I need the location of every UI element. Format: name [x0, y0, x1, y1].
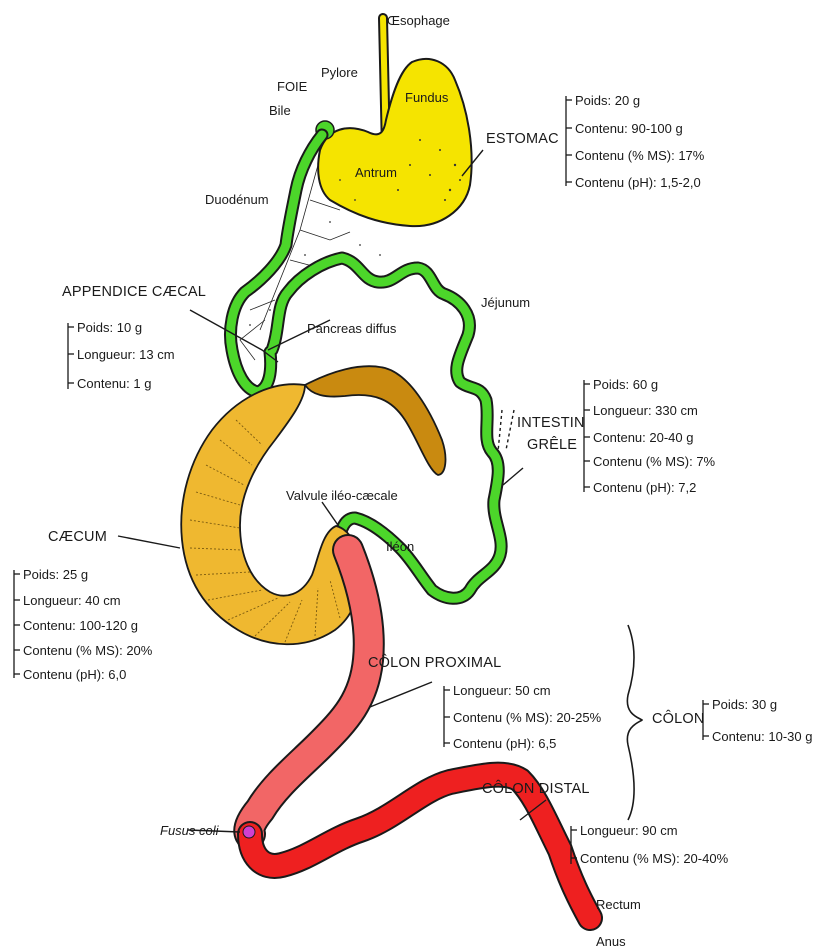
small-intestine-dry-matter: Contenu (% MS): 7%: [593, 455, 715, 468]
colon-distal-dry-matter: Contenu (% MS): 20-40%: [580, 852, 728, 865]
bile-label: Bile: [269, 104, 291, 117]
colon-distal-label: CÔLON DISTAL: [482, 782, 590, 797]
jejunum-label: Jéjunum: [481, 296, 530, 309]
fusus-coli-label: Fusus coli: [160, 824, 219, 837]
ileocaecal-valve-label: Valvule iléo-cæcale: [286, 489, 398, 502]
colon-proximal-label: CÔLON PROXIMAL: [368, 656, 501, 671]
small-intestine-length: Longueur: 330 cm: [593, 404, 698, 417]
oesophagus-label: Œsophage: [387, 14, 450, 27]
caecum-label: CÆCUM: [48, 530, 107, 545]
stomach-shape: [318, 59, 471, 226]
stomach-label: ESTOMAC: [486, 132, 559, 147]
pancreas-label: Pancreas diffus: [307, 322, 396, 335]
fundus-label: Fundus: [405, 91, 448, 104]
stomach-ph: Contenu (pH): 1,5-2,0: [575, 176, 701, 189]
caecum-length: Longueur: 40 cm: [23, 594, 121, 607]
small-intestine-ph: Contenu (pH): 7,2: [593, 481, 696, 494]
colon-weight: Poids: 30 g: [712, 698, 777, 711]
caecum-dry-matter: Contenu (% MS): 20%: [23, 644, 152, 657]
small-intestine-weight: Poids: 60 g: [593, 378, 658, 391]
duodenum-label: Duodénum: [205, 193, 269, 206]
caecum-ph: Contenu (pH): 6,0: [23, 668, 126, 681]
stomach-weight: Poids: 20 g: [575, 94, 640, 107]
liver-label: FOIE: [277, 80, 307, 93]
stomach-content: Contenu: 90-100 g: [575, 122, 683, 135]
colon-distal-length: Longueur: 90 cm: [580, 824, 678, 837]
caecum-weight: Poids: 25 g: [23, 568, 88, 581]
ileum-label: Iléon: [386, 540, 414, 553]
appendix-weight: Poids: 10 g: [77, 321, 142, 334]
anus-label: Anus: [596, 935, 626, 948]
fusus-coli-node: [243, 826, 255, 838]
rectum-label: Rectum: [596, 898, 641, 911]
antrum-label: Antrum: [355, 166, 397, 179]
caecum-shape: [181, 384, 360, 644]
colon-brace: [627, 625, 642, 820]
small-intestine-label-1: INTESTIN: [517, 416, 585, 431]
colon-content: Contenu: 10-30 g: [712, 730, 812, 743]
appendix-label: APPENDICE CÆCAL: [62, 285, 206, 300]
caecum-content: Contenu: 100-120 g: [23, 619, 138, 632]
appendix-content: Contenu: 1 g: [77, 377, 151, 390]
pylorus-label: Pylore: [321, 66, 358, 79]
colon-proximal-ph: Contenu (pH): 6,5: [453, 737, 556, 750]
colon-proximal-length: Longueur: 50 cm: [453, 684, 551, 697]
stomach-dry-matter: Contenu (% MS): 17%: [575, 149, 704, 162]
small-intestine-content: Contenu: 20-40 g: [593, 431, 693, 444]
small-intestine-label-2: GRÊLE: [527, 438, 577, 453]
appendix-shape: [305, 366, 445, 475]
appendix-length: Longueur: 13 cm: [77, 348, 175, 361]
colon-label: CÔLON: [652, 712, 705, 727]
colon-proximal-dry-matter: Contenu (% MS): 20-25%: [453, 711, 601, 724]
